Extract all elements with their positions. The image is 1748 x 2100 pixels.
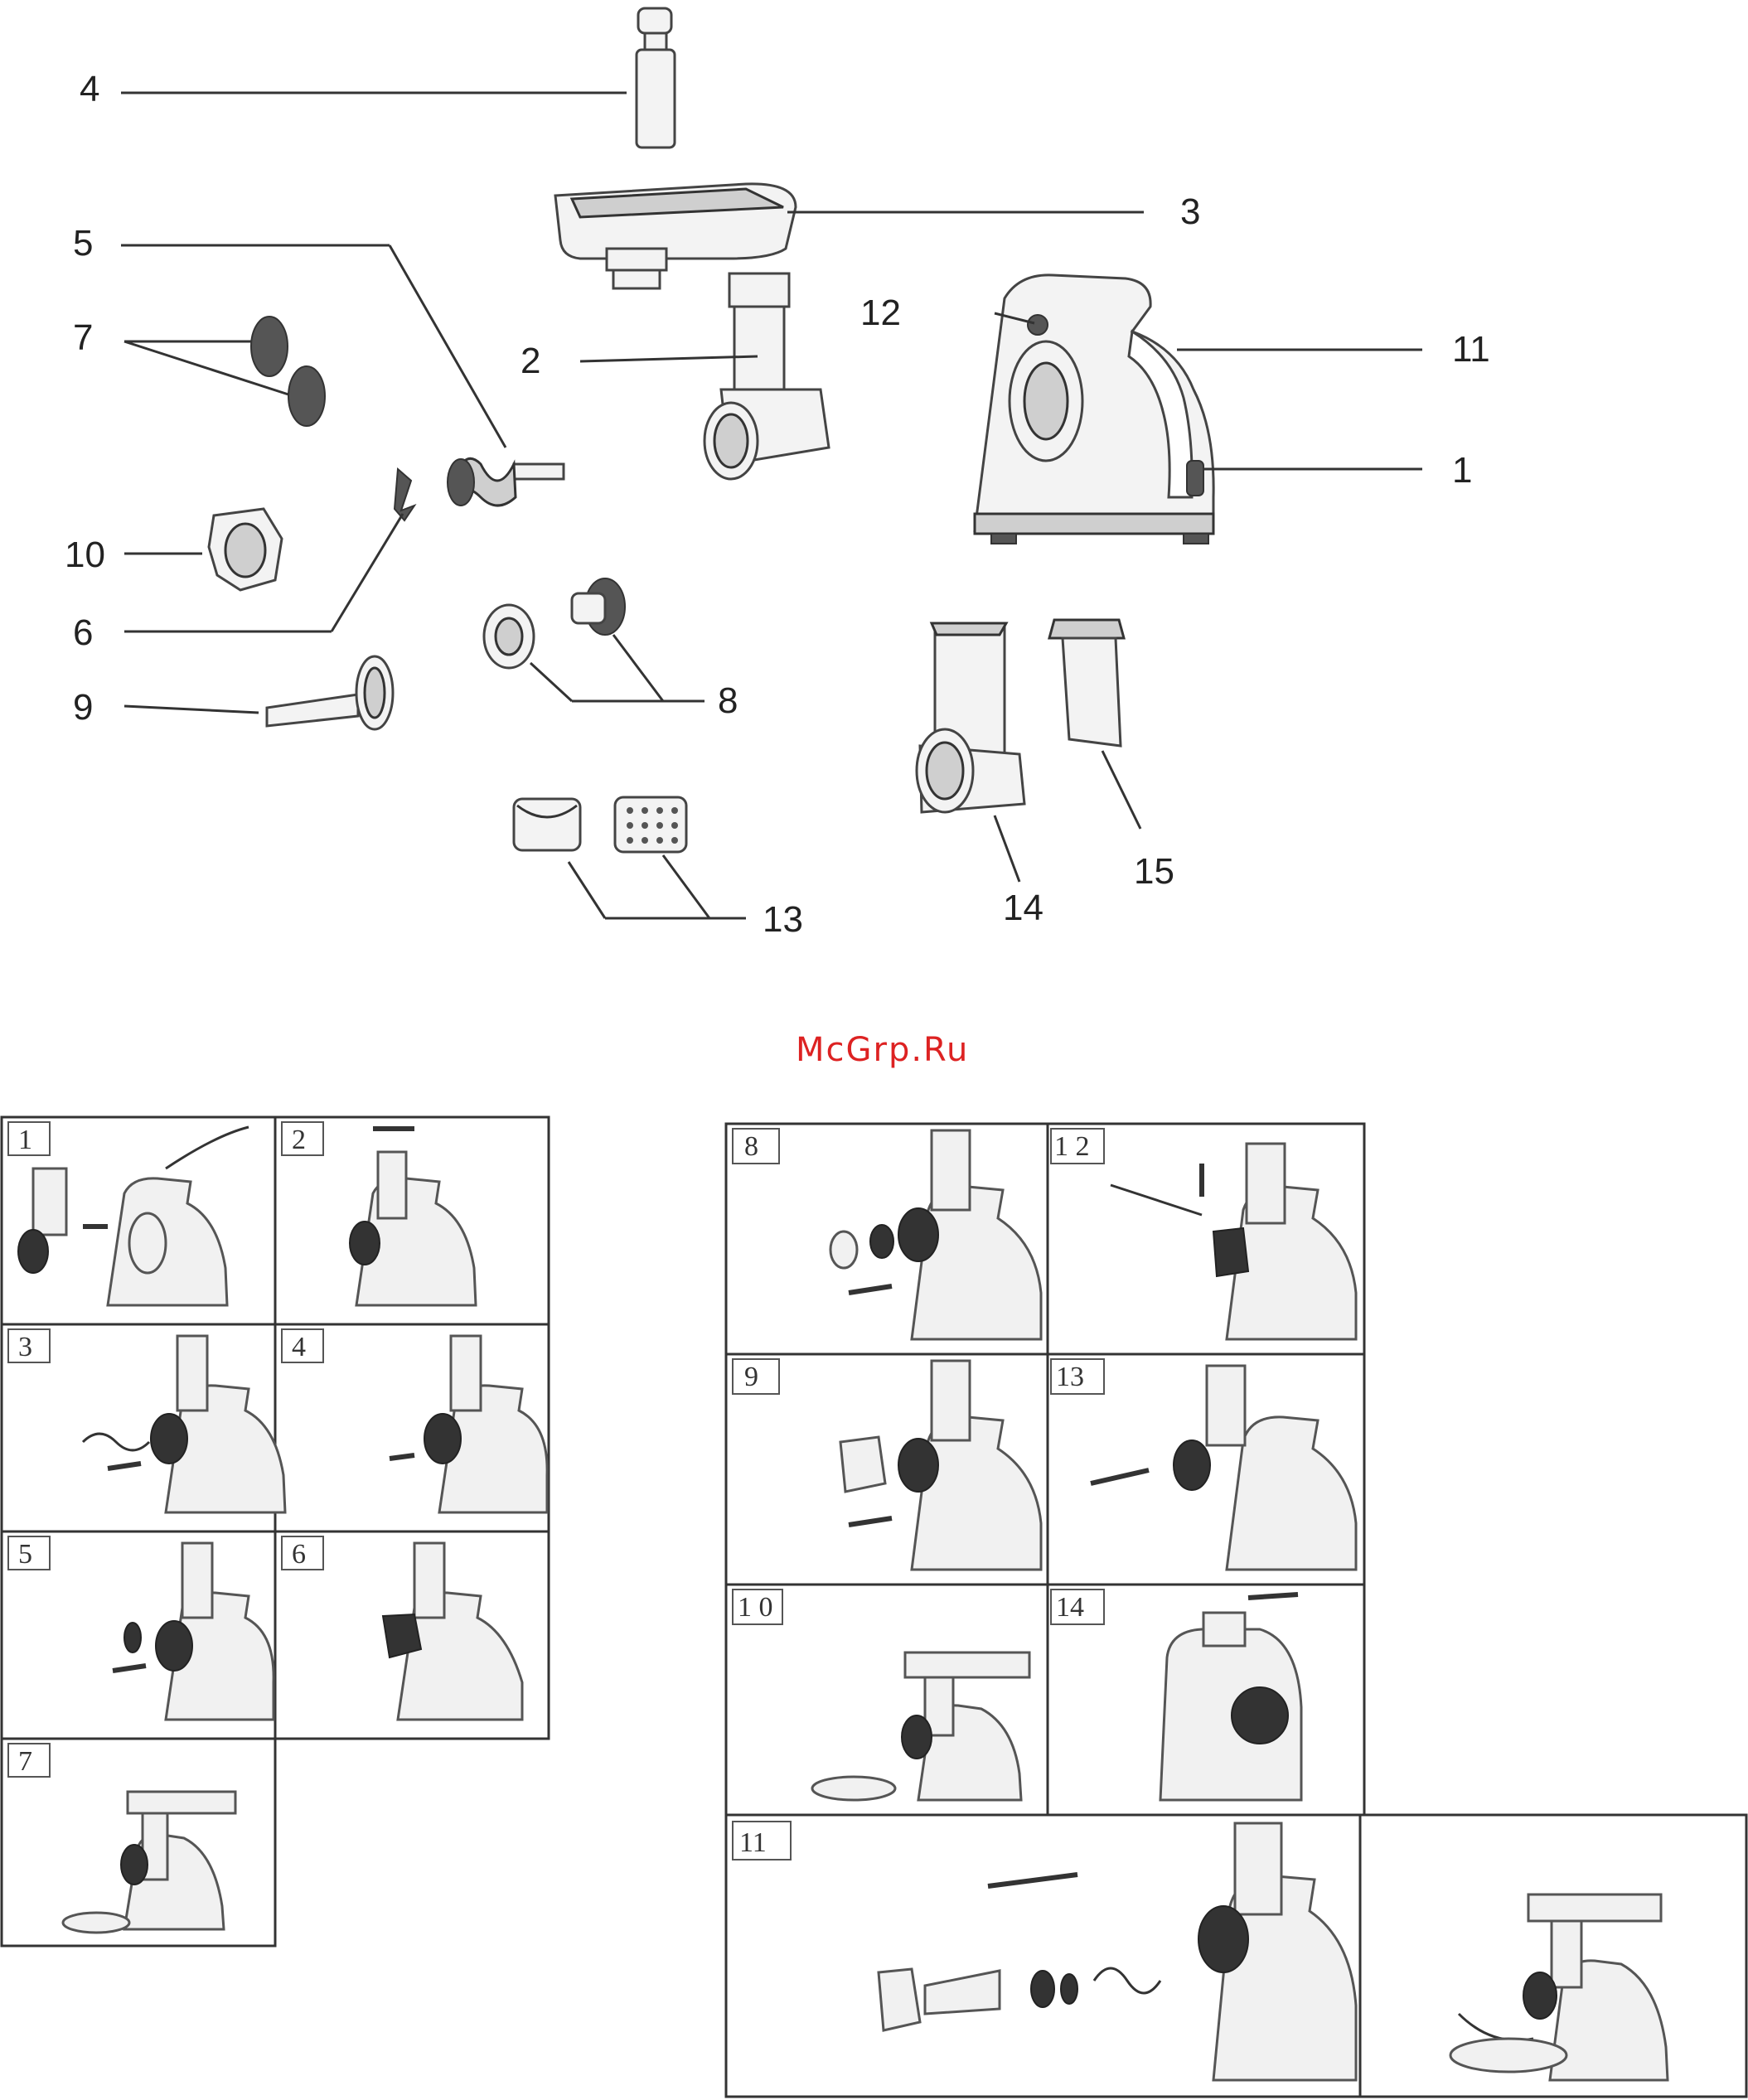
slicer-drums-illustration	[514, 797, 686, 852]
svg-text:7: 7	[18, 1746, 32, 1777]
part-label-1: 1	[1452, 450, 1472, 491]
part-label-15: 15	[1134, 851, 1174, 892]
kebbe-attachment-illustration	[484, 578, 625, 668]
auger-illustration	[448, 458, 564, 506]
svg-text:14: 14	[1056, 1592, 1084, 1623]
pusher-illustration	[637, 8, 675, 148]
part-label-13: 13	[763, 899, 803, 940]
step-panels: 1 2 3 4 5 6 7 8 9 1 0 11 1 2 13 14	[2, 1117, 1746, 2097]
watermark: McGrp.Ru	[796, 1031, 969, 1069]
svg-text:5: 5	[18, 1539, 32, 1570]
svg-text:3: 3	[18, 1332, 32, 1362]
svg-text:2: 2	[292, 1125, 306, 1155]
svg-text:1 2: 1 2	[1054, 1131, 1090, 1162]
part-label-6: 6	[73, 612, 93, 653]
step-number-13: 13	[1051, 1359, 1104, 1394]
step-number-3: 3	[8, 1329, 50, 1362]
grinding-plates-illustration	[251, 317, 325, 426]
part-label-8: 8	[718, 680, 738, 721]
svg-text:6: 6	[292, 1539, 306, 1570]
svg-text:4: 4	[292, 1332, 306, 1362]
part-label-3: 3	[1180, 191, 1200, 232]
step-number-10: 1 0	[733, 1590, 782, 1624]
blade-illustration	[395, 469, 414, 520]
slicer-housing-illustration	[917, 623, 1024, 812]
ring-nut-illustration	[209, 509, 282, 590]
part-label-4: 4	[80, 69, 99, 109]
step-number-2: 2	[282, 1122, 323, 1155]
svg-text:9: 9	[744, 1362, 758, 1392]
part-label-11: 11	[1452, 329, 1490, 370]
svg-text:1 0: 1 0	[738, 1592, 773, 1623]
exploded-view: 4 3 2	[65, 8, 1490, 940]
svg-text:1: 1	[18, 1125, 32, 1155]
part-label-12: 12	[860, 293, 901, 333]
step-number-11: 11	[733, 1822, 791, 1860]
part-label-10: 10	[65, 535, 105, 575]
motor-base-illustration	[975, 275, 1213, 544]
svg-text:11: 11	[739, 1827, 767, 1858]
part-label-14: 14	[1003, 888, 1043, 928]
step-number-1: 1	[8, 1122, 50, 1155]
step-number-12: 1 2	[1051, 1129, 1104, 1164]
step-number-5: 5	[8, 1536, 50, 1570]
grinder-head-illustration	[705, 273, 829, 479]
sausage-funnel-illustration	[267, 656, 393, 729]
step-number-4: 4	[282, 1329, 323, 1362]
step-number-7: 7	[8, 1744, 50, 1777]
part-label-9: 9	[73, 687, 93, 728]
step-number-6: 6	[282, 1536, 323, 1570]
step-number-14: 14	[1051, 1590, 1104, 1624]
svg-text:13: 13	[1056, 1362, 1084, 1392]
part-label-5: 5	[73, 223, 93, 264]
step-number-9: 9	[733, 1359, 779, 1394]
slicer-pusher-illustration	[1049, 620, 1124, 746]
part-label-2: 2	[521, 341, 540, 381]
step-number-8: 8	[733, 1129, 779, 1164]
svg-text:8: 8	[744, 1131, 758, 1162]
part-label-7: 7	[73, 317, 93, 358]
